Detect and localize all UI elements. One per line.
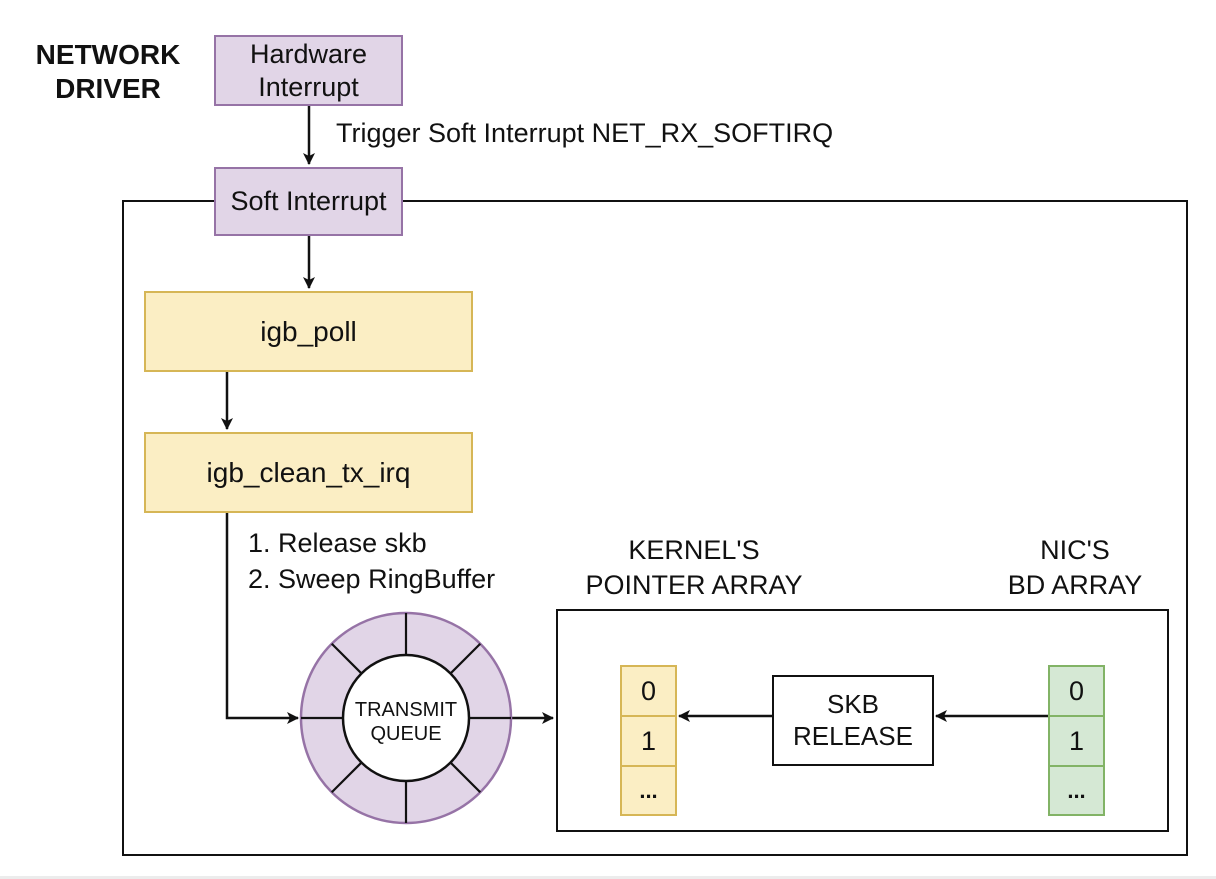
nic-array-cell: 1 <box>1048 715 1105 767</box>
transmit-queue-line2: QUEUE <box>370 723 442 745</box>
nic-array-cell: 0 <box>1048 665 1105 717</box>
soft-interrupt-node: Soft Interrupt <box>214 167 403 236</box>
igb-clean-tx-irq-node: igb_clean_tx_irq <box>144 432 473 513</box>
kernel-array-title: KERNEL'S POINTER ARRAY <box>556 533 832 603</box>
nic-array-cell: ... <box>1048 765 1105 816</box>
diagram-title-line1: NETWORK <box>35 39 181 70</box>
nic-array-title-line1: NIC'S <box>1040 535 1110 565</box>
ring-segment-divider <box>449 642 482 675</box>
diagram-title: NETWORK DRIVER <box>18 38 198 105</box>
kernel-array-cell: 0 <box>620 665 677 717</box>
nic-bd-array: 0 1 ... <box>1048 665 1105 816</box>
kernel-array-title-line2: POINTER ARRAY <box>585 570 803 601</box>
kernel-pointer-array: 0 1 ... <box>620 665 677 816</box>
arrays-frame <box>556 609 1169 832</box>
hardware-interrupt-node: Hardware Interrupt <box>214 35 403 106</box>
hardware-interrupt-line1: Hardware <box>249 39 368 70</box>
nic-array-title: NIC'S BD ARRAY <box>960 533 1190 603</box>
transmit-queue-label: TRANSMIT QUEUE <box>342 698 470 746</box>
transmit-queue-line1: TRANSMIT <box>354 699 458 721</box>
arrow-clean-to-queue <box>225 512 299 724</box>
trigger-label: Trigger Soft Interrupt NET_RX_SOFTIRQ <box>336 118 834 148</box>
steps-label: 1. Release skb 2. Sweep RingBuffer <box>248 526 495 597</box>
softirq-context-frame <box>122 200 1188 856</box>
ring-segment-divider <box>330 761 363 794</box>
kernel-array-cell: 1 <box>620 715 677 767</box>
igb-poll-node: igb_poll <box>144 291 473 372</box>
ring-inner <box>341 653 471 783</box>
diagram-title-line2: DRIVER <box>55 72 161 104</box>
transmit-queue-ring <box>299 611 513 825</box>
skb-release-line2: RELEASE <box>793 720 913 751</box>
ring-segment-divider <box>330 642 363 675</box>
step-1: 1. Release skb <box>248 528 427 558</box>
kernel-array-cell: ... <box>620 765 677 816</box>
skb-release-node: SKB RELEASE <box>772 675 934 766</box>
ring-segment-divider <box>449 761 482 794</box>
nic-array-title-line2: BD ARRAY <box>1007 570 1143 601</box>
step-2: 2. Sweep RingBuffer <box>248 563 496 594</box>
bottom-edge <box>0 876 1216 879</box>
kernel-array-title-line1: KERNEL'S <box>628 535 760 565</box>
skb-release-line1: SKB <box>826 689 880 720</box>
hardware-interrupt-line2: Interrupt <box>258 71 359 102</box>
